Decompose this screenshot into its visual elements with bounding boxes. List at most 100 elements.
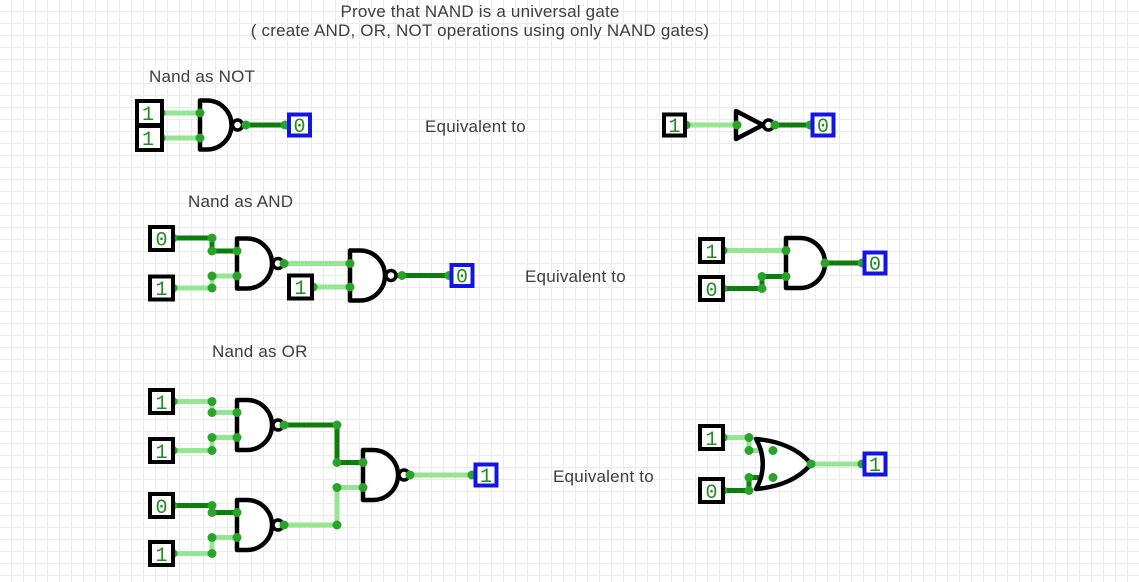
input-value: 0 <box>705 482 717 505</box>
nand-gate[interactable] <box>360 447 411 503</box>
input-box[interactable] <box>148 437 175 464</box>
input-value: 1 <box>155 545 167 568</box>
title-line-2: ( create AND, OR, NOT operations using o… <box>250 20 710 40</box>
section-label-nand-as-or: Nand as OR <box>212 342 308 361</box>
input-box[interactable] <box>135 124 164 152</box>
input-switch[interactable]: 1 <box>135 124 164 152</box>
and-gate-body[interactable] <box>783 235 828 291</box>
nand-as-not-circuit: 1 1 0 <box>135 98 312 152</box>
nand-as-or-circuit: 1 1 0 1 1 <box>148 388 499 568</box>
wire-node <box>744 473 754 482</box>
nand-gate-body[interactable] <box>234 236 275 291</box>
nand-as-and-circuit: 0 1 1 0 <box>148 225 475 303</box>
input-box[interactable] <box>148 274 175 302</box>
wire-input1-to-and <box>723 274 786 291</box>
or-gate-body[interactable] <box>753 436 814 492</box>
wire-node <box>332 420 342 430</box>
input-box[interactable] <box>698 237 725 264</box>
wire-node <box>732 120 742 130</box>
output-box[interactable] <box>287 112 312 138</box>
input-switch[interactable]: 1 <box>698 237 725 265</box>
output-display[interactable]: 0 <box>449 263 475 290</box>
wire-nand2-to-nand3 <box>284 485 363 528</box>
wire-node <box>207 283 217 293</box>
input-box[interactable] <box>148 388 175 415</box>
input-value: 1 <box>155 279 167 302</box>
input-box[interactable] <box>148 540 175 567</box>
input-switch[interactable]: 0 <box>148 225 175 253</box>
output-display[interactable]: 0 <box>287 112 312 140</box>
nand-gate-bubble <box>384 268 398 283</box>
wire-node <box>207 508 217 517</box>
nand-gate-body[interactable] <box>360 447 401 503</box>
wire-input2-to-nand2 <box>173 503 237 515</box>
nand-gate[interactable] <box>197 98 245 152</box>
input-switch[interactable]: 1 <box>698 424 725 452</box>
input-switch[interactable]: 0 <box>698 477 725 505</box>
wire-node <box>397 271 407 280</box>
wire-node <box>820 258 830 268</box>
wire-input1-to-nand1 <box>173 435 237 453</box>
input-box[interactable] <box>287 273 314 301</box>
wire-node <box>345 282 355 292</box>
wire-node <box>744 446 754 455</box>
output-box[interactable] <box>862 250 888 276</box>
input-box[interactable] <box>662 112 687 138</box>
output-box[interactable] <box>449 263 475 288</box>
nand-gate[interactable] <box>234 497 285 553</box>
input-switch[interactable]: 1 <box>287 273 314 302</box>
input-value: 0 <box>155 230 167 253</box>
input-switch[interactable]: 0 <box>148 492 175 520</box>
nand-gate-body[interactable] <box>197 98 234 152</box>
equivalent-label-not: Equivalent to <box>425 117 526 136</box>
and-equivalent-circuit: 1 0 0 <box>698 235 888 303</box>
input-switch[interactable]: 1 <box>148 388 175 416</box>
nand-gate-body[interactable] <box>347 248 388 303</box>
input-box[interactable] <box>148 492 175 519</box>
output-box[interactable] <box>862 451 888 477</box>
or-gate[interactable] <box>753 436 814 492</box>
title-line-1: Prove that NAND is a universal gate <box>340 2 620 21</box>
or-equivalent-circuit: 1 0 1 <box>698 424 888 505</box>
output-display[interactable]: 0 <box>862 250 888 278</box>
output-value: 0 <box>817 116 829 139</box>
wire-node <box>279 259 289 268</box>
nand-gate-body[interactable] <box>234 397 275 453</box>
output-value: 0 <box>456 267 468 290</box>
output-display[interactable]: 1 <box>862 451 888 479</box>
output-box[interactable] <box>810 112 836 138</box>
and-gate[interactable] <box>783 235 828 291</box>
output-box[interactable] <box>473 462 499 488</box>
input-switch[interactable]: 1 <box>662 112 687 140</box>
input-switch[interactable]: 0 <box>698 275 725 303</box>
wire-node <box>207 233 217 243</box>
input-switch[interactable]: 1 <box>148 540 175 568</box>
input-switch[interactable]: 1 <box>148 437 175 465</box>
nand-gate[interactable] <box>347 248 398 303</box>
input-box[interactable] <box>698 275 725 302</box>
input-box[interactable] <box>698 424 725 451</box>
nand-gate[interactable] <box>234 236 285 291</box>
output-value: 1 <box>869 455 881 478</box>
nand-gate-body[interactable] <box>234 497 275 553</box>
page-title: Prove that NAND is a universal gate ( cr… <box>160 2 800 40</box>
wire-nand1-to-nand3 <box>284 422 363 465</box>
output-display[interactable]: 1 <box>473 462 499 490</box>
input-box[interactable] <box>148 225 175 252</box>
nand-gate[interactable] <box>234 397 285 453</box>
section-label-nand-as-not: Nand as NOT <box>149 67 256 86</box>
wire-node <box>768 446 778 455</box>
wire-node <box>279 520 289 530</box>
output-display[interactable]: 0 <box>810 112 836 140</box>
input-switch[interactable]: 1 <box>148 274 175 303</box>
wire-nodes <box>168 397 477 558</box>
wire-node <box>232 508 242 517</box>
wire-node <box>207 533 217 542</box>
wire-node <box>757 284 767 293</box>
output-value: 0 <box>293 116 305 139</box>
input-box[interactable] <box>698 477 725 504</box>
not-gate[interactable] <box>733 108 776 142</box>
input-switch[interactable]: 1 <box>135 99 164 127</box>
wire-node <box>232 433 242 442</box>
